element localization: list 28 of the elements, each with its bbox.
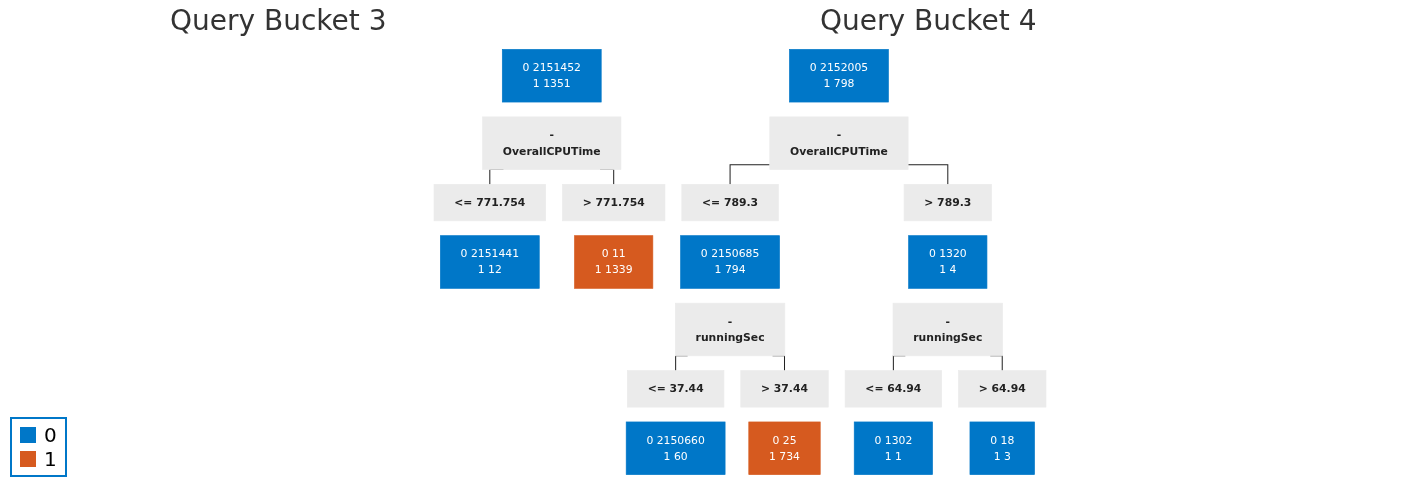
connector (907, 164, 949, 185)
node-box: 0 2152005 1 798 (789, 49, 889, 103)
node-box: 0 2151441 1 12 (440, 235, 540, 289)
node-box: > 771.754 (562, 184, 666, 222)
legend-label: 1 (44, 447, 57, 471)
node-box: > 37.44 (740, 370, 829, 408)
node-box: <= 771.754 (433, 184, 546, 222)
node-box: 0 1320 1 4 (908, 235, 988, 289)
node-box: > 789.3 (903, 184, 992, 222)
tree-title: Query Bucket 3 (170, 4, 387, 37)
node-box: 0 1302 1 1 (853, 421, 933, 475)
node-box: <= 37.44 (627, 370, 725, 408)
node-box: - OverallCPUTime (482, 116, 622, 170)
node-box: 0 25 1 734 (748, 421, 821, 475)
node-box: <= 789.3 (681, 184, 779, 222)
node-box: 0 2150685 1 794 (680, 235, 780, 289)
node-box: <= 64.94 (844, 370, 942, 408)
node-box: 0 2151452 1 1351 (501, 49, 602, 103)
node-box: 0 2150660 1 60 (625, 421, 726, 475)
node-box: - runningSec (675, 302, 786, 357)
node-box: > 64.94 (958, 370, 1047, 408)
node-box: 0 11 1 1339 (574, 235, 654, 289)
connector (729, 164, 771, 185)
legend-label: 0 (44, 423, 57, 447)
node-box: 0 18 1 3 (969, 421, 1035, 475)
node-box: - OverallCPUTime (769, 116, 909, 170)
node-box: - runningSec (892, 302, 1003, 357)
tree-title: Query Bucket 4 (820, 4, 1037, 37)
